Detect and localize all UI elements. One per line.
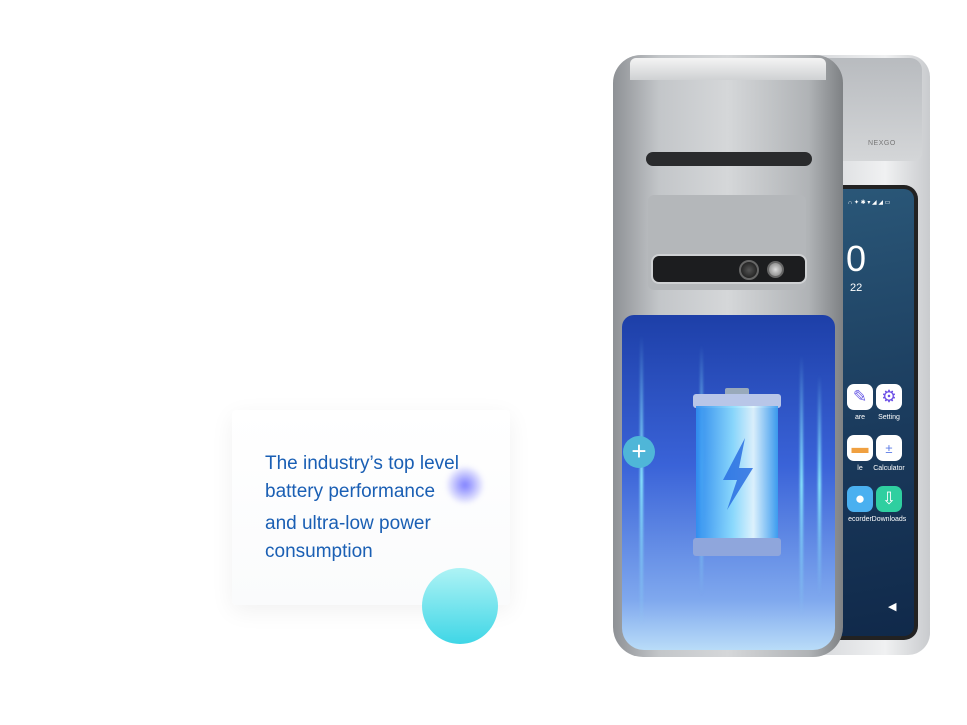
light-ray (818, 375, 821, 595)
camera-module (651, 254, 807, 284)
clock: 0 (846, 238, 867, 279)
share-icon: ✎ (847, 384, 873, 410)
feature-line: The industry’s top level (265, 453, 459, 474)
brand-logo: NEXGO (868, 140, 896, 147)
camera-lens (739, 260, 759, 280)
expand-plus-button[interactable]: + (623, 436, 655, 468)
device-screen (830, 185, 918, 640)
app-label: le (857, 465, 863, 472)
battery-icon (693, 388, 781, 556)
app-label: Calculator (873, 465, 905, 472)
calculator-icon: ± (876, 435, 902, 461)
app-downloads[interactable]: ⇩ Downloads (859, 486, 919, 523)
decorative-blur (445, 465, 485, 505)
app-setting[interactable]: ⚙ Setting (859, 384, 919, 421)
app-calculator[interactable]: ± Calculator (859, 435, 919, 472)
feature-line: and ultra-low power (265, 513, 431, 534)
paper-slot (646, 152, 812, 166)
gear-icon: ⚙ (876, 384, 902, 410)
download-icon: ⇩ (876, 486, 902, 512)
app-label: Downloads (871, 516, 907, 523)
light-ray (800, 355, 803, 615)
paper-roll-cover (630, 58, 826, 80)
feature-description: The industry’s top level battery perform… (265, 450, 505, 566)
nav-back-button[interactable]: ◀ (888, 601, 897, 613)
recorder-icon: ● (847, 486, 873, 512)
flash (767, 261, 784, 278)
feature-line: battery performance (265, 481, 436, 502)
light-ray (640, 335, 643, 625)
app-recorder[interactable]: ● ecorder (844, 486, 876, 523)
decorative-circle (422, 568, 498, 644)
feature-line: consumption (265, 541, 373, 562)
date: 22 (850, 282, 863, 294)
status-bar: ∩ ✦ ✱ ▾ ◢ ◢ ▭ (848, 200, 891, 206)
app-label: are (854, 414, 866, 421)
file-icon: ▬ (847, 435, 873, 461)
app-share[interactable]: ✎ are (844, 384, 876, 421)
app-label: ecorder (848, 516, 872, 523)
app-label: Setting (878, 414, 900, 421)
app-file[interactable]: ▬ le (844, 435, 876, 472)
